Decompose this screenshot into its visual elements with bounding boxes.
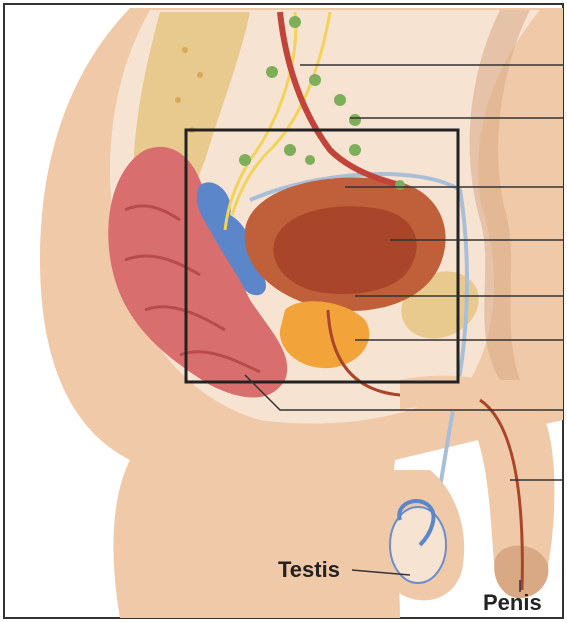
penis-label: Penis [483,590,542,615]
bladder-lumen [273,206,416,294]
testis-label: Testis [278,557,340,582]
